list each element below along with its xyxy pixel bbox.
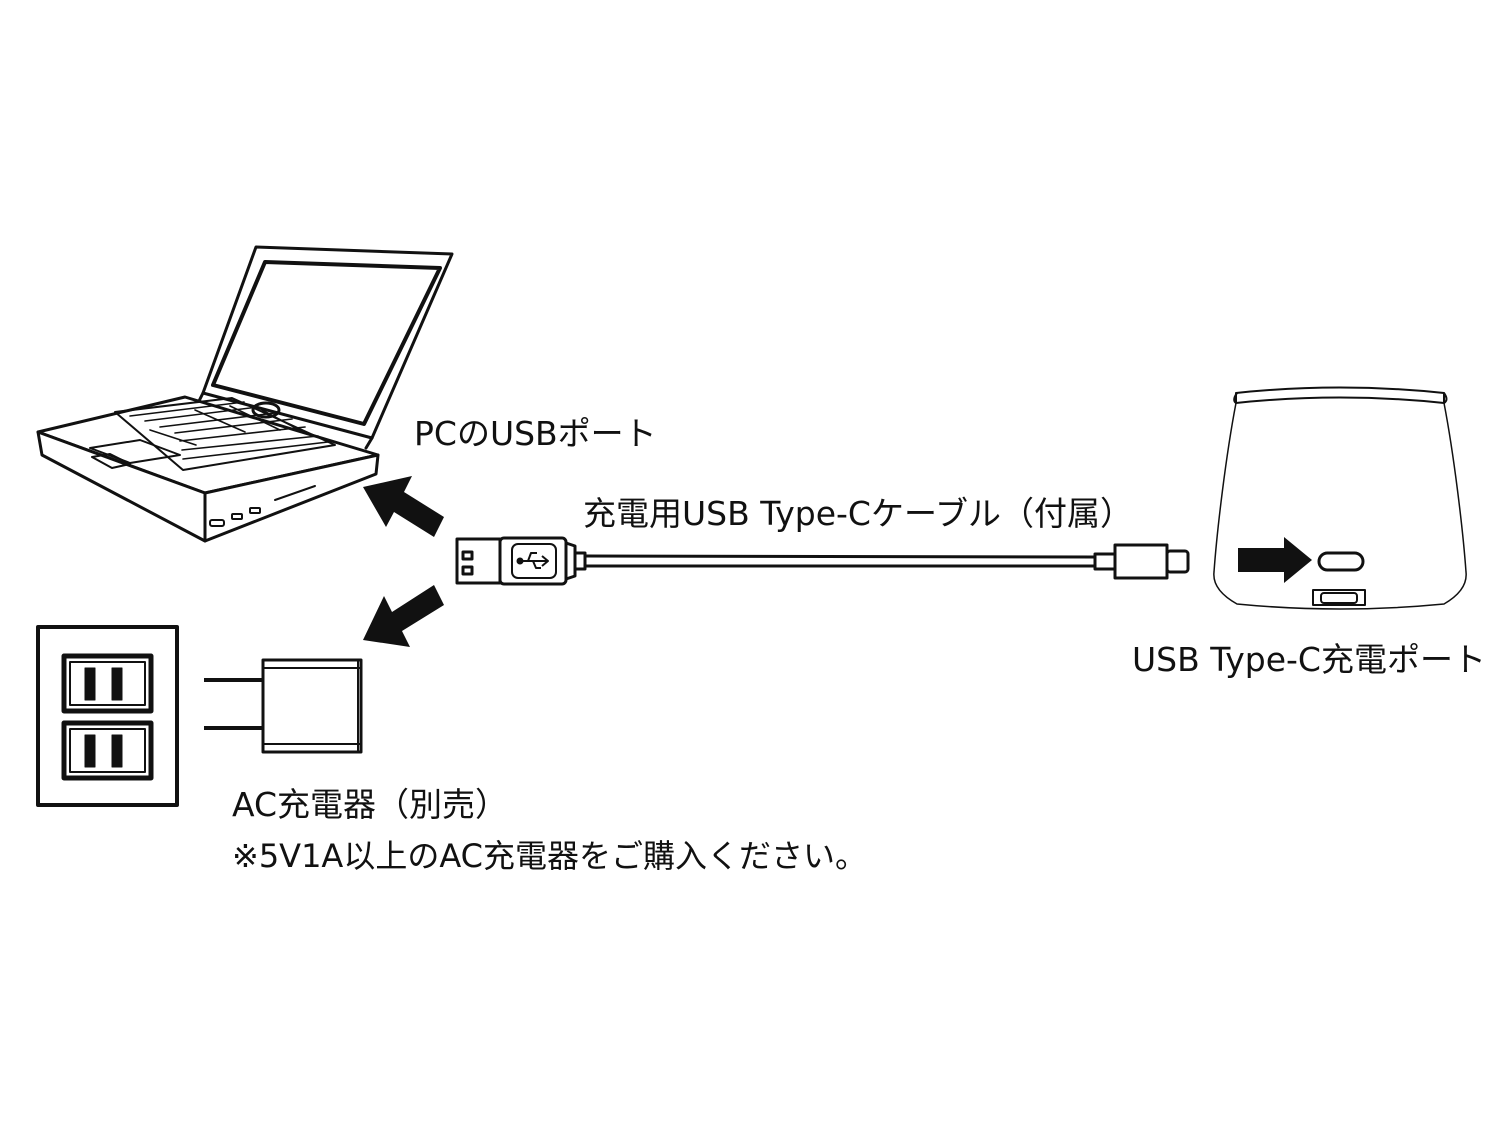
- arrow-icon: [363, 585, 444, 647]
- ac-charger-label: AC充電器（別売）: [232, 785, 509, 824]
- ac-adapter-icon: [204, 658, 363, 754]
- arrow-icon: [1238, 537, 1312, 583]
- usb-a-plug-icon: [455, 536, 1096, 586]
- usb-c-charging-port-label: USB Type-C充電ポート: [1132, 640, 1486, 679]
- ac-charger-note: ※5V1A以上のAC充電器をご購入ください。: [232, 837, 867, 875]
- usb-c-plug-icon: [1093, 543, 1190, 580]
- arrow-icon: [363, 476, 444, 537]
- speaker-device-icon: [1213, 386, 1467, 610]
- wall-outlet-icon: [36, 625, 179, 807]
- cable-label: 充電用USB Type-Cケーブル（付属）: [583, 494, 1133, 533]
- pc-usb-port-label: PCのUSBポート: [414, 414, 657, 453]
- laptop-icon: [36, 245, 454, 543]
